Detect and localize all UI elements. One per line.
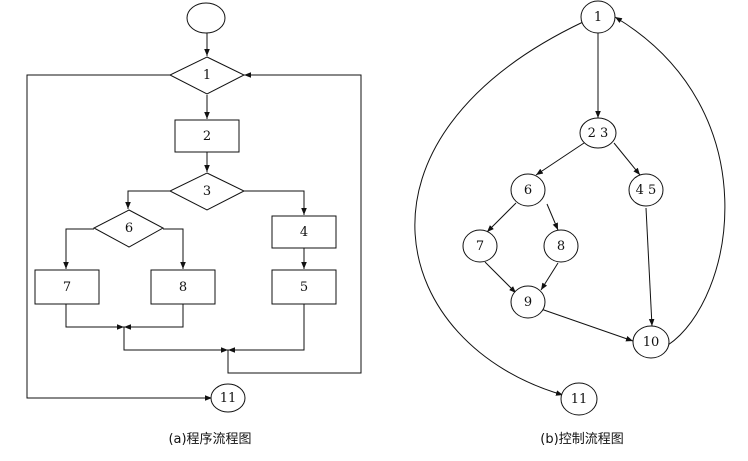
cfg-edges	[414, 16, 726, 396]
cfg-node-7	[462, 229, 498, 263]
cfg-node-10	[632, 325, 670, 359]
cfg-edge-9-to-10	[540, 308, 634, 342]
edge-6-to-8	[163, 228, 186, 269]
flowchart-edges	[26, 32, 362, 401]
cfg-node-10-label: 10	[643, 335, 660, 350]
process-2	[174, 119, 240, 153]
cfg-node-11-label: 11	[571, 392, 588, 407]
cfg-node-45	[628, 173, 664, 207]
cfg-edge-45-to-10	[645, 207, 655, 327]
cfg-node-1	[580, 0, 616, 34]
start-terminal	[186, 2, 226, 34]
process-5	[271, 269, 337, 305]
process-7-label: 7	[63, 280, 71, 295]
process-2-label: 2	[203, 129, 211, 144]
cfg-edge-6-to-8	[546, 203, 559, 231]
decision-3-label: 3	[203, 184, 211, 199]
decision-6-label: 6	[125, 221, 133, 236]
edge-3-to-6	[125, 190, 170, 209]
cfg-node-11	[560, 382, 598, 416]
cfg-node-45-label: 4 5	[636, 183, 657, 198]
cfg-nodes: 1 2 3 6 4 5 7 8 9 10 11	[462, 0, 670, 416]
program-flowchart: 1 2 3 6 4 7 8 5 11 (a)程序流程图	[26, 2, 362, 447]
flowchart-caption: (a)程序流程图	[168, 432, 251, 447]
cfg-node-8	[543, 229, 579, 263]
cfg-edge-23-to-45	[613, 142, 641, 176]
cfg-edge-1-to-11	[414, 21, 584, 396]
process-7	[34, 269, 100, 305]
edge-3-to-4	[244, 190, 307, 215]
cfg-edge-6-to-7	[486, 202, 517, 233]
end-terminal-11-label: 11	[220, 391, 237, 406]
cfg-caption: (b)控制流程图	[540, 432, 623, 447]
cfg-node-9-label: 9	[524, 295, 532, 310]
cfg-node-8-label: 8	[557, 239, 565, 254]
edge-6-to-7	[63, 228, 94, 269]
cfg-node-1-label: 1	[594, 10, 602, 25]
edge-7-to-join	[65, 304, 124, 330]
flowchart-nodes: 1 2 3 6 4 7 8 5 11	[34, 2, 337, 413]
cfg-node-23	[579, 117, 617, 149]
cfg-node-7-label: 7	[476, 239, 484, 254]
decision-1	[168, 56, 246, 95]
cfg-node-6	[510, 173, 546, 207]
process-4	[271, 215, 337, 249]
process-8-label: 8	[179, 280, 187, 295]
cfg-node-6-label: 6	[524, 183, 532, 198]
cfg-edge-10-to-1	[614, 16, 726, 346]
process-8	[150, 269, 216, 305]
control-flow-graph: 1 2 3 6 4 5 7 8 9 10 11 (b)控制流程图	[414, 0, 726, 447]
edge-join-to-merge	[123, 327, 228, 353]
edge-1-to-11	[26, 74, 212, 401]
process-4-label: 4	[300, 225, 308, 240]
cfg-edge-23-to-6	[535, 142, 585, 176]
process-5-label: 5	[300, 280, 308, 295]
cfg-edge-8-to-9	[540, 262, 559, 291]
decision-6	[92, 209, 165, 248]
decision-3	[168, 172, 246, 211]
cfg-node-9	[510, 285, 546, 319]
end-terminal-11	[210, 383, 246, 413]
edge-8-to-join	[124, 304, 184, 330]
cfg-edge-7-to-9	[484, 261, 517, 294]
cfg-node-23-label: 2 3	[588, 126, 609, 141]
edge-5-to-merge	[228, 304, 305, 353]
edge-loop-back-to-1	[227, 72, 362, 374]
decision-1-label: 1	[203, 68, 211, 83]
